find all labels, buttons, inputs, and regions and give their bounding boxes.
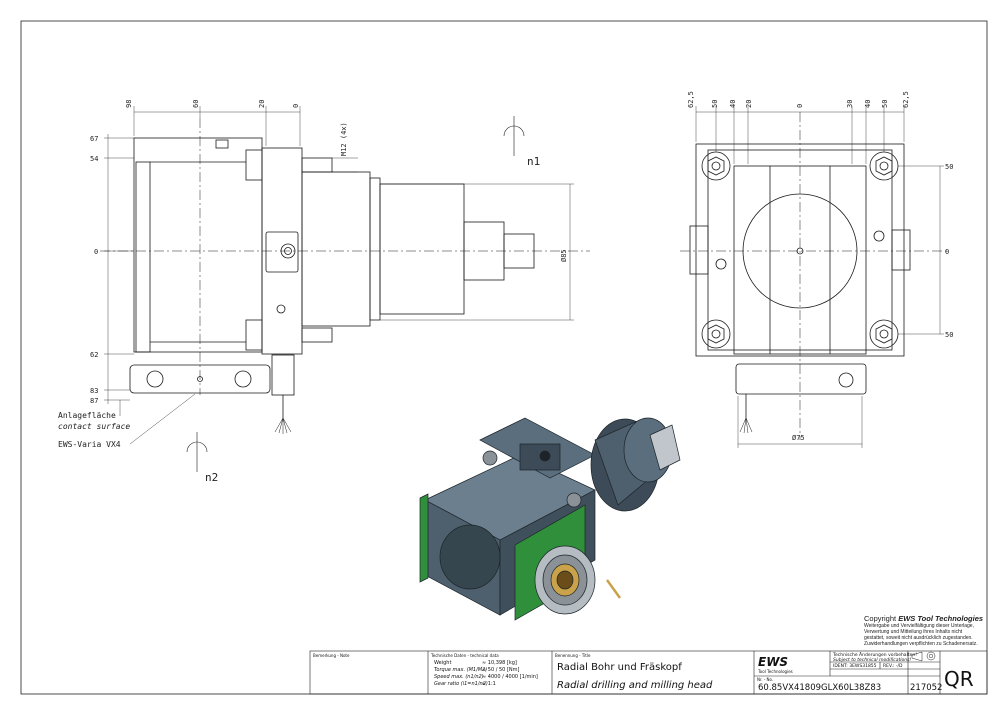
copyright-line: Weitergabe und Vervielfältigung dieser U…: [864, 623, 974, 629]
name-label: Benennung - Title: [555, 653, 591, 658]
speed-value: ≈ 4000 / 4000 [1/min]: [482, 674, 538, 680]
copyright-line: Verwertung und Mitteilung ihres Inhalts …: [864, 629, 963, 635]
projection-symbol-icon: [911, 651, 936, 662]
dim-left-87: 87: [90, 397, 98, 405]
dim-left-54: 54: [90, 155, 98, 163]
revision: REV.: -/D: [883, 663, 903, 669]
front-dim-right-50-bottom: 50: [945, 331, 953, 339]
label-contact-de: Anlagefläche: [58, 411, 116, 420]
weight-label: Weight: [434, 660, 451, 666]
diameter-85: Ø85: [560, 249, 568, 262]
dim-top-60: 60: [192, 100, 200, 108]
front-dim-62-5-right: 62,5: [902, 91, 910, 108]
front-dim-40-left: 40: [729, 100, 737, 108]
front-dim-40-right: 40: [864, 100, 872, 108]
dim-left-62: 62: [90, 351, 98, 359]
remark-label: Bemerkung - Note: [313, 653, 350, 658]
sheet-number: 217052: [910, 683, 942, 693]
front-view: [680, 106, 948, 448]
copyright-heading: Copyright EWS Tool Technologies: [864, 614, 984, 623]
dim-top-98: 98: [125, 100, 133, 108]
copyright-line: gestattet, soweit nicht ausdrücklich zug…: [864, 635, 973, 641]
ews-logo: EWS: [758, 655, 788, 669]
label-holder: EWS-Varia VX4: [58, 440, 121, 449]
note-de: Technische Änderungen vorbehalten!: [832, 651, 917, 658]
title-block: [309, 650, 988, 695]
copyright-notice: Copyright EWS Tool Technologies Weiterga…: [864, 614, 999, 647]
thread-label: M12 (4x): [340, 122, 348, 156]
tech-data-label: Technische Daten - technical data: [430, 653, 499, 658]
qr-label: QR: [944, 667, 974, 691]
front-dim-0: 0: [796, 104, 804, 108]
isometric-view: [419, 417, 681, 621]
front-dim-right-50-top: 50: [945, 163, 953, 171]
side-view: [100, 106, 590, 472]
dim-left-67: 67: [90, 135, 98, 143]
front-dim-62-5-left: 62,5: [687, 91, 695, 108]
weight-value: ≈ 10,398 [kg]: [482, 660, 517, 666]
ratio-label: Gear ratio (i1=n1/n2): [434, 681, 488, 687]
rotation-n1: n1: [527, 155, 540, 168]
no-label: Nr. - No.: [757, 677, 773, 682]
ews-logo-sub: Tool Technologies: [757, 669, 793, 674]
note-en: Subject to technical modifications!: [833, 657, 911, 663]
torque-label: Torque max. (M1/M2): [434, 667, 487, 673]
front-dim-20: 20: [745, 100, 753, 108]
dim-left-83: 83: [90, 387, 98, 395]
dim-top-20: 20: [258, 100, 266, 108]
ident: IDENT: 3EWS31855: [833, 663, 877, 669]
front-diameter-75: Ø75: [792, 434, 805, 442]
ratio-value: ≈ 1:1: [482, 681, 496, 687]
part-number: 60.85VX41809GLX60L38Z83: [758, 683, 881, 693]
title-en: Radial drilling and milling head: [557, 680, 713, 691]
front-dim-right-0: 0: [945, 248, 949, 256]
rotation-n2: n2: [205, 471, 218, 484]
label-contact-en: contact surface: [58, 422, 130, 431]
dim-left-0: 0: [94, 248, 98, 256]
front-dim-50-left: 50: [711, 100, 719, 108]
front-dim-30: 30: [846, 100, 854, 108]
title-de: Radial Bohr und Fräskopf: [557, 662, 682, 673]
speed-label: Speed max. (n1/n2): [434, 674, 484, 680]
copyright-line: Zuwiderhandlungen verpflichten zu Schade…: [864, 641, 978, 647]
dim-top-0: 0: [292, 104, 300, 108]
front-dim-50-right: 50: [881, 100, 889, 108]
torque-value: ≈ 50 / 50 [Nm]: [482, 667, 520, 673]
